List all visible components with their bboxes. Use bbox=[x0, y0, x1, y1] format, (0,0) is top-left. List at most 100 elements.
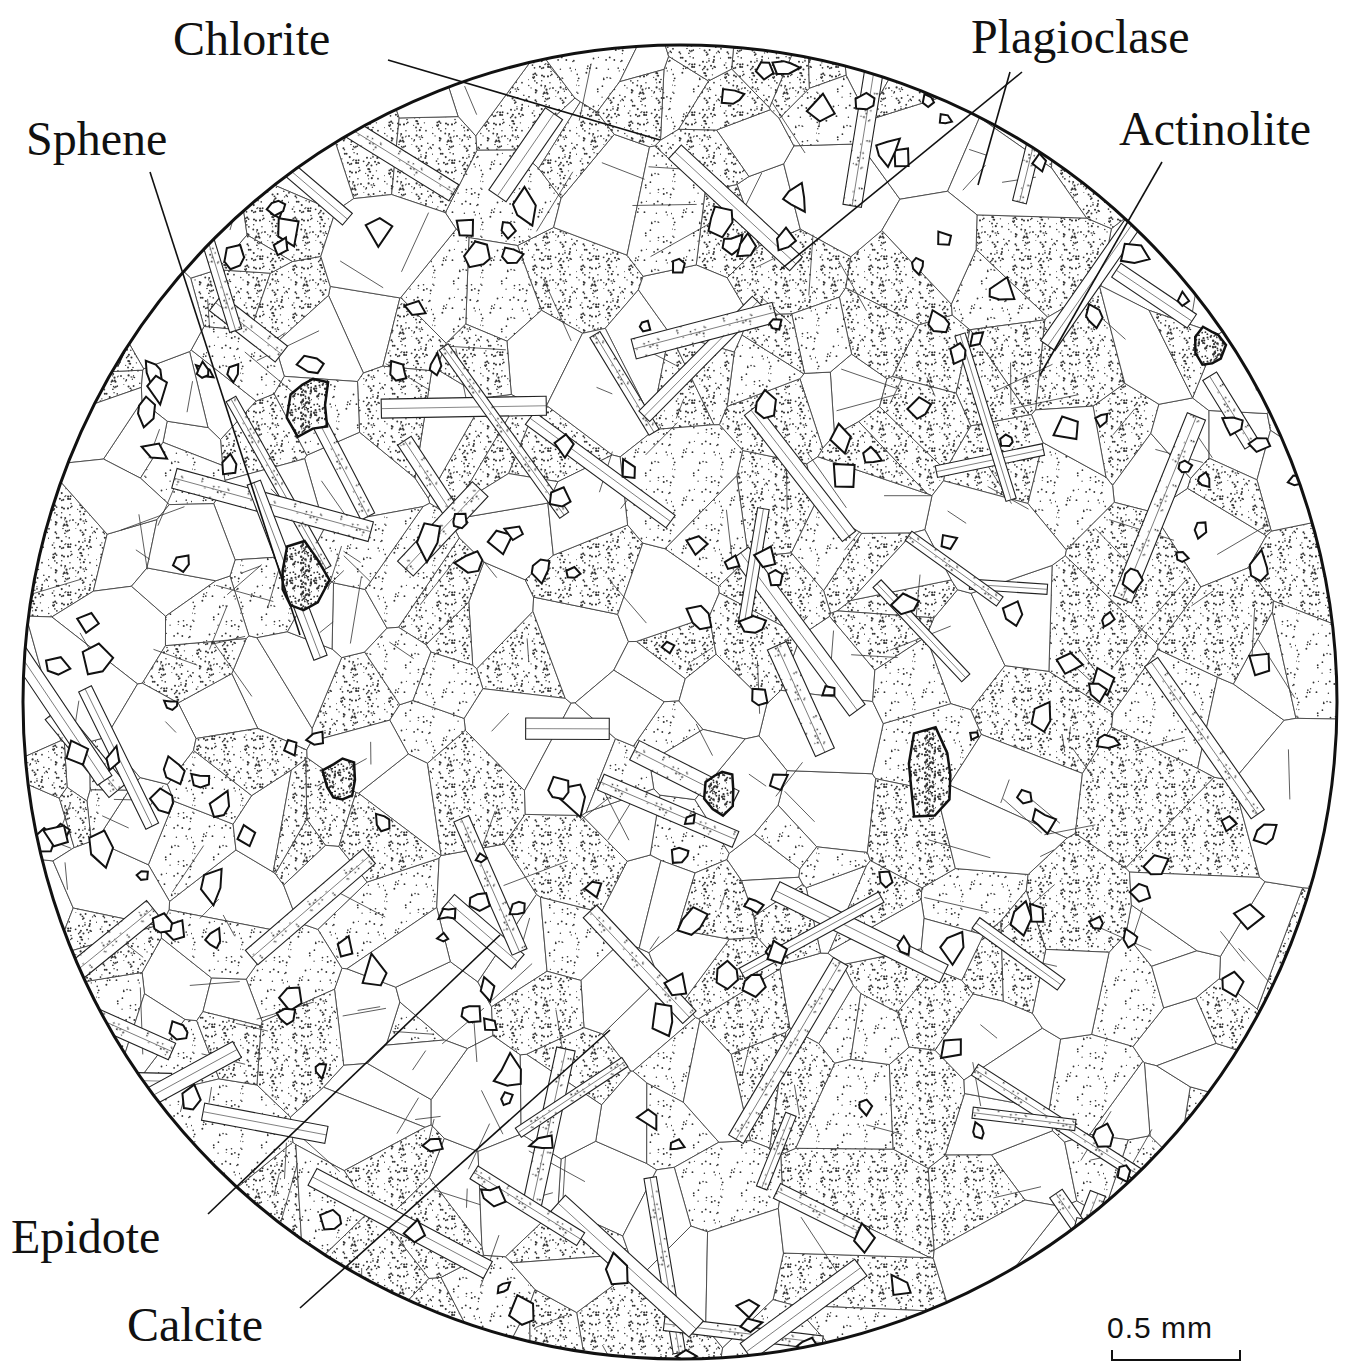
epidote-grain bbox=[859, 1100, 872, 1116]
needle bbox=[389, 642, 413, 659]
epidote-grain bbox=[164, 701, 177, 710]
grain bbox=[13, 141, 144, 373]
needle bbox=[1308, 886, 1347, 938]
epidote-grain bbox=[201, 869, 222, 905]
epidote-grain bbox=[316, 1064, 326, 1079]
epidote-grain bbox=[457, 220, 473, 236]
needle bbox=[851, 655, 897, 658]
epidote-grain bbox=[164, 756, 185, 784]
needle bbox=[200, 899, 219, 918]
needle bbox=[340, 261, 383, 288]
lath bbox=[771, 882, 948, 983]
lath bbox=[739, 892, 884, 979]
lath bbox=[1113, 413, 1205, 603]
epidote-grain bbox=[1222, 816, 1237, 831]
grain bbox=[662, 35, 735, 81]
epidote-grain bbox=[1057, 653, 1083, 674]
needle bbox=[837, 394, 899, 411]
needle bbox=[1240, 192, 1261, 207]
needle bbox=[466, 1189, 468, 1208]
grain bbox=[1130, 872, 1265, 956]
epidote-grain bbox=[509, 1295, 533, 1325]
needle bbox=[40, 991, 54, 1032]
epidote-grain bbox=[1032, 702, 1051, 732]
epidote-grain bbox=[1000, 435, 1013, 446]
epidote-grain bbox=[279, 988, 301, 1011]
grain bbox=[492, 971, 584, 1055]
needle bbox=[29, 315, 34, 359]
needle bbox=[280, 115, 312, 124]
grain bbox=[1157, 1043, 1347, 1129]
lath bbox=[398, 436, 468, 531]
epidote-grain bbox=[756, 390, 776, 418]
grain bbox=[936, 785, 1067, 875]
needle bbox=[31, 1020, 48, 1028]
needle bbox=[610, 581, 646, 623]
lath bbox=[631, 302, 777, 359]
lath bbox=[525, 412, 675, 528]
needle bbox=[397, 1098, 419, 1134]
epidote-grain bbox=[462, 1006, 481, 1022]
epidote-grain bbox=[912, 258, 923, 275]
mineral-grains bbox=[13, 35, 1347, 1369]
needle bbox=[147, 1168, 196, 1174]
epidote-grain bbox=[510, 902, 525, 914]
needle bbox=[273, 1283, 293, 1343]
epidote-grain bbox=[1179, 461, 1193, 472]
needle bbox=[934, 1344, 966, 1369]
epidote-grain bbox=[1086, 304, 1103, 328]
needle bbox=[969, 149, 986, 155]
epidote-grain bbox=[737, 233, 756, 256]
needle bbox=[477, 46, 494, 50]
needle bbox=[151, 230, 197, 232]
lath bbox=[398, 482, 488, 576]
epidote-grain bbox=[725, 555, 740, 568]
needle bbox=[1252, 1273, 1272, 1323]
needle bbox=[1333, 154, 1338, 184]
sphene-grains bbox=[283, 327, 1226, 817]
leader-line bbox=[978, 72, 1010, 185]
scale-label: 0.5 mm bbox=[1104, 1312, 1216, 1344]
needle bbox=[413, 1051, 426, 1070]
epidote-grain bbox=[807, 94, 835, 122]
epidote-grain bbox=[476, 853, 487, 862]
lath bbox=[1013, 123, 1046, 204]
needle bbox=[928, 840, 990, 858]
epidote-grain bbox=[686, 536, 707, 555]
epidote-grain bbox=[494, 1053, 521, 1086]
needle bbox=[33, 579, 82, 594]
grain bbox=[1032, 406, 1106, 477]
needle bbox=[579, 64, 591, 121]
epidote-grain bbox=[1011, 901, 1032, 935]
epidote-grain bbox=[769, 570, 783, 585]
epidote-grain bbox=[1254, 825, 1277, 845]
needle bbox=[328, 546, 342, 590]
leader-line bbox=[388, 60, 660, 140]
needle bbox=[230, 191, 242, 230]
epidote-grain bbox=[739, 616, 766, 633]
grain bbox=[1101, 46, 1347, 334]
epidote-grain bbox=[777, 228, 796, 250]
needle bbox=[212, 641, 251, 697]
mineral-label: Sphene bbox=[23, 114, 170, 164]
epidote-grain bbox=[142, 444, 167, 459]
needle bbox=[1191, 591, 1213, 606]
epidote-grain bbox=[834, 464, 855, 487]
needle bbox=[102, 816, 128, 828]
needle bbox=[344, 551, 361, 562]
field-outline bbox=[23, 45, 1337, 1359]
needle bbox=[535, 1315, 567, 1328]
grain bbox=[1052, 35, 1347, 229]
needle bbox=[1093, 163, 1112, 184]
epidote-grain bbox=[363, 954, 387, 986]
epidote-grain bbox=[173, 556, 189, 572]
epidote-grain bbox=[1121, 244, 1150, 263]
grain bbox=[1075, 727, 1214, 868]
leader-line bbox=[300, 1030, 610, 1308]
lath bbox=[767, 641, 834, 756]
epidote-grain bbox=[532, 560, 550, 584]
grain bbox=[347, 908, 450, 988]
epidote-grain bbox=[224, 245, 244, 269]
